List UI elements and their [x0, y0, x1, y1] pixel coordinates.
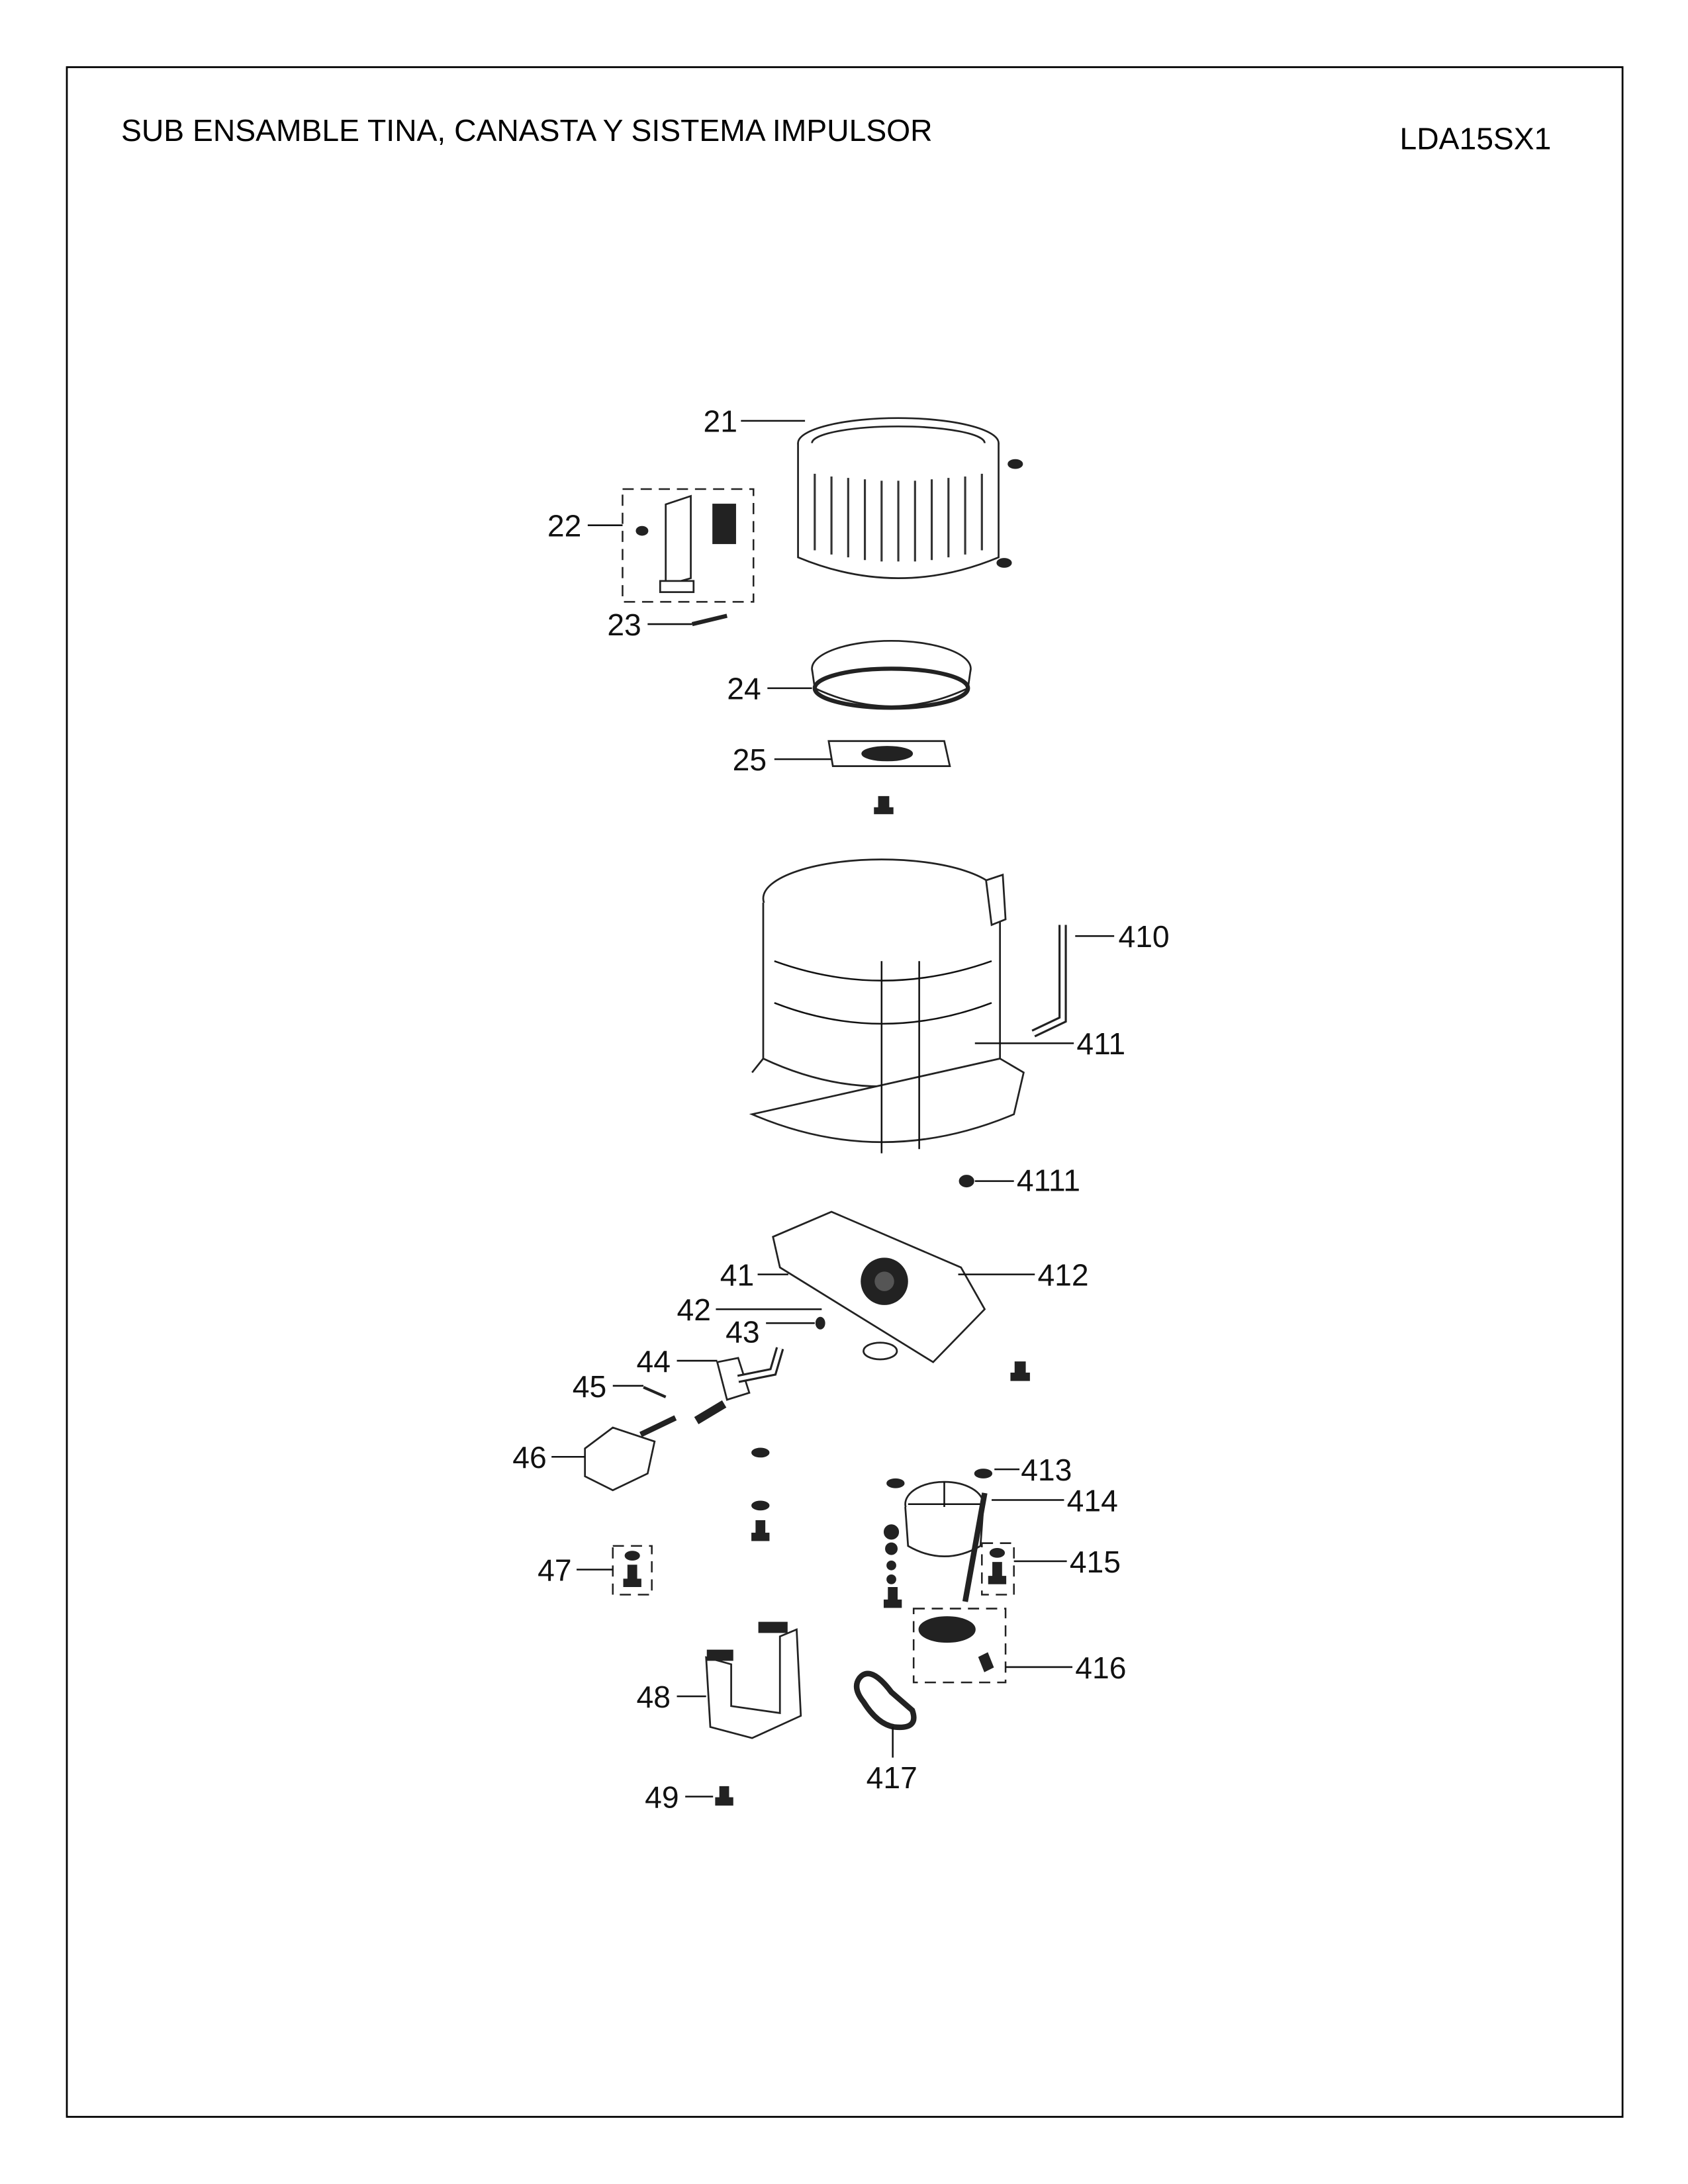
- part-21-basket: [797, 417, 1023, 580]
- callout-417: 417: [867, 1760, 917, 1795]
- callout-24: 24: [727, 672, 761, 706]
- part-44-drain-valve: [694, 1347, 784, 1424]
- callout-413: 413: [1021, 1453, 1072, 1487]
- callout-47: 47: [538, 1553, 571, 1587]
- callout-4111: 4111: [1017, 1163, 1080, 1197]
- callout-46: 46: [512, 1440, 546, 1475]
- page-border: [66, 66, 1624, 2118]
- part-24-ring: [811, 639, 972, 710]
- part-410-hose: [1031, 925, 1067, 1038]
- model-number: LDA15SX1: [1399, 122, 1551, 156]
- part-48-bracket: [705, 1621, 802, 1739]
- part-412-transmission: [772, 1210, 986, 1363]
- callout-410: 410: [1118, 919, 1169, 954]
- callout-22: 22: [547, 509, 581, 543]
- part-25-plate: [827, 740, 951, 768]
- callout-23: 23: [607, 608, 641, 642]
- diagram-title: SUB ENSAMBLE TINA, CANASTA Y SISTEMA IMP…: [121, 113, 933, 148]
- callout-412: 412: [1037, 1257, 1088, 1292]
- callout-44: 44: [637, 1344, 671, 1379]
- part-417-belt: [853, 1670, 917, 1731]
- callout-414: 414: [1067, 1483, 1118, 1518]
- callout-21: 21: [703, 404, 737, 439]
- callout-45: 45: [573, 1369, 606, 1404]
- part-411-tub: [749, 858, 1025, 1154]
- callout-43: 43: [726, 1315, 759, 1349]
- callout-48: 48: [637, 1680, 671, 1714]
- callout-41: 41: [720, 1257, 754, 1292]
- callout-25: 25: [733, 743, 767, 777]
- part-22-filter: [635, 494, 736, 594]
- callout-411: 411: [1076, 1026, 1125, 1061]
- part-414-motor: [883, 1469, 993, 1608]
- callout-416: 416: [1075, 1651, 1126, 1685]
- part-416-pulley: [918, 1616, 994, 1672]
- callout-49: 49: [645, 1780, 679, 1814]
- part-46-motor-actuator: [584, 1415, 677, 1492]
- callout-42: 42: [677, 1293, 711, 1327]
- callout-415: 415: [1070, 1545, 1121, 1579]
